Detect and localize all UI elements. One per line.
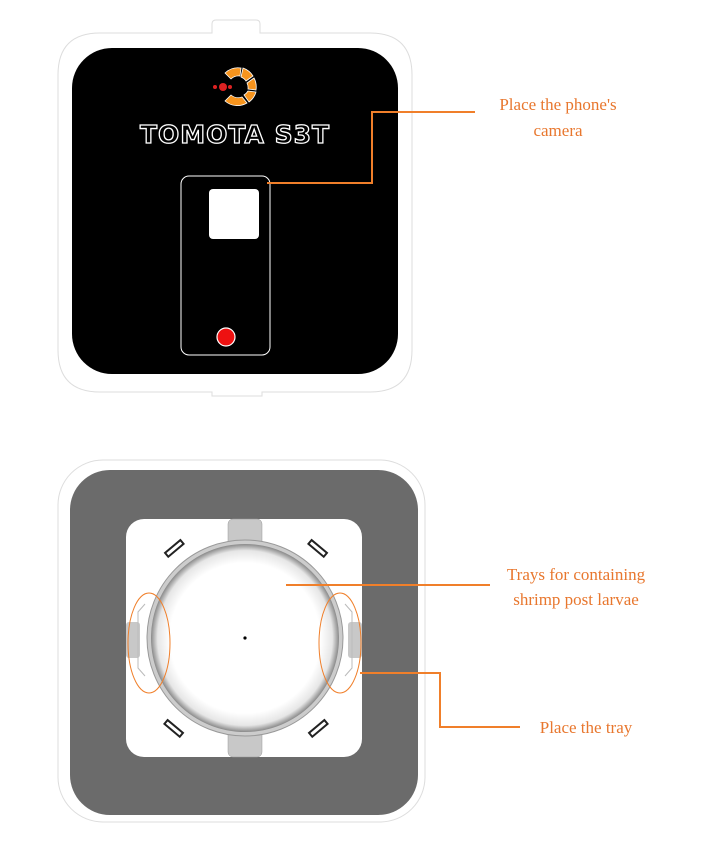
camera-window [209, 189, 259, 239]
top-device: TOMOTA S3T [57, 19, 413, 397]
right-slot-highlight [318, 592, 362, 694]
bottom-device [57, 459, 426, 823]
brand-name: TOMOTA S3T [140, 120, 330, 149]
logo-icon [213, 67, 257, 107]
left-slot-highlight [127, 592, 171, 694]
record-button-icon [216, 327, 236, 347]
vent-marks [163, 538, 329, 739]
callout-camera-line2: camera [533, 121, 583, 140]
phone-outline [180, 175, 271, 356]
callout-tray: Place the tray [360, 672, 633, 737]
callout-tray-line1: Place the tray [540, 718, 633, 737]
callout-camera: Place the phone's camera [267, 95, 617, 184]
callout-trays-line2: shrimp post larvae [513, 590, 639, 609]
callout-camera-line1: Place the phone's [499, 95, 616, 114]
callout-trays-line1: Trays for containing [507, 565, 646, 584]
callout-trays: Trays for containing shrimp post larvae [286, 565, 646, 609]
